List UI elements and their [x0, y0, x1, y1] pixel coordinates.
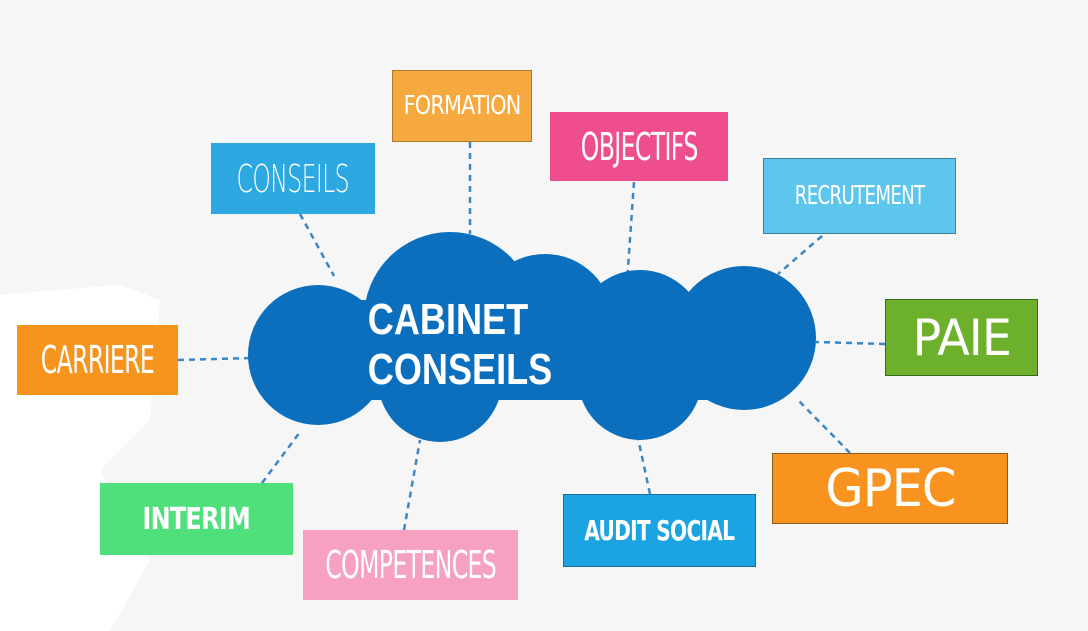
node-paie[interactable]: PAIE	[885, 299, 1038, 376]
connector-competences	[402, 439, 422, 531]
connector-conseils	[298, 213, 336, 277]
node-objectifs[interactable]: OBJECTIFS	[550, 112, 728, 181]
center-title: CABINET CONSEILS	[367, 295, 553, 394]
connector-objectifs	[625, 181, 636, 283]
connector-interim	[260, 431, 302, 484]
node-interim[interactable]: INTERIM	[100, 483, 293, 555]
node-recrutement[interactable]: RECRUTEMENT	[763, 158, 956, 234]
node-audit-social[interactable]: AUDIT SOCIAL	[563, 494, 756, 567]
connector-recrutement	[777, 235, 823, 275]
connector-audit-social	[636, 437, 652, 495]
connector-gpec	[797, 399, 851, 454]
connector-paie	[815, 340, 886, 346]
cloud-shape	[248, 232, 816, 442]
node-competences[interactable]: COMPETENCES	[303, 530, 518, 600]
connector-carriere	[177, 356, 253, 362]
node-conseils[interactable]: CONSEILS	[211, 143, 375, 214]
connectors	[177, 142, 886, 531]
node-formation[interactable]: FORMATION	[392, 70, 532, 142]
node-carriere[interactable]: CARRIERE	[17, 325, 178, 395]
node-gpec[interactable]: GPEC	[772, 453, 1008, 524]
